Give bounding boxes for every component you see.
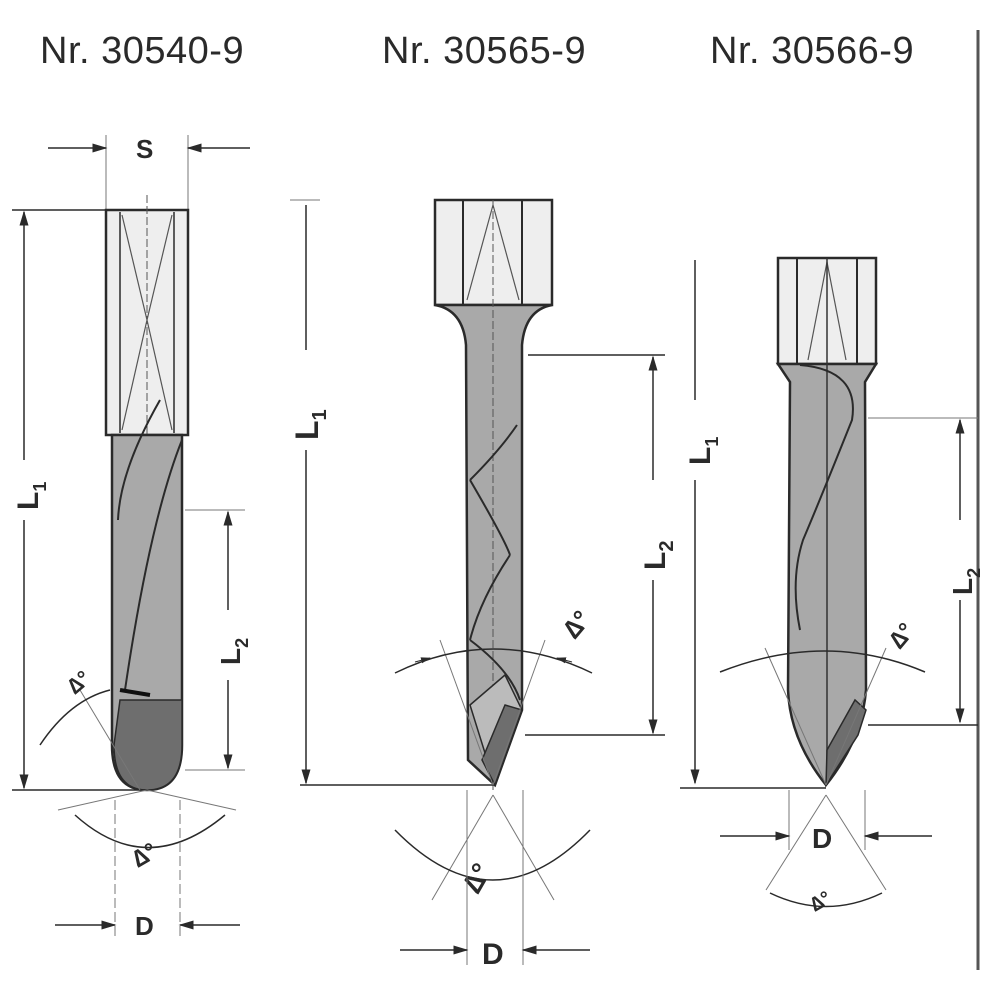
title-30566: Nr. 30566-9 bbox=[710, 30, 915, 72]
label-d-3: D bbox=[812, 823, 832, 854]
label-l1: L1 bbox=[12, 482, 50, 510]
title-30565: Nr. 30565-9 bbox=[382, 30, 587, 72]
label-s: S bbox=[136, 134, 153, 164]
label-angle-1: ∆° bbox=[128, 838, 163, 874]
label-l1-3: L1 bbox=[684, 437, 722, 465]
label-l2-3: L2 bbox=[947, 568, 984, 595]
label-angle-3: ∆° bbox=[807, 887, 836, 916]
label-l2-2: L2 bbox=[639, 541, 678, 570]
label-angle-s-1: ∆° bbox=[62, 665, 95, 698]
label-angle-2: ∆° bbox=[456, 858, 497, 898]
label-angle-s-3: ∆° bbox=[884, 618, 920, 654]
label-l1-2: L1 bbox=[289, 409, 331, 440]
label-l2: L2 bbox=[215, 638, 252, 665]
drill-30565: L1 L2 ∆° ∆° D bbox=[289, 198, 678, 971]
title-30540: Nr. 30540-9 bbox=[40, 30, 245, 72]
drill-30566: L1 L2 ∆° ∆° D bbox=[680, 256, 984, 916]
label-angle-s-2: ∆° bbox=[557, 604, 597, 643]
label-d-1: D bbox=[135, 911, 154, 941]
drill-30540: S L1 L2 ∆° ∆° bbox=[12, 134, 252, 941]
label-d-2: D bbox=[482, 938, 504, 971]
